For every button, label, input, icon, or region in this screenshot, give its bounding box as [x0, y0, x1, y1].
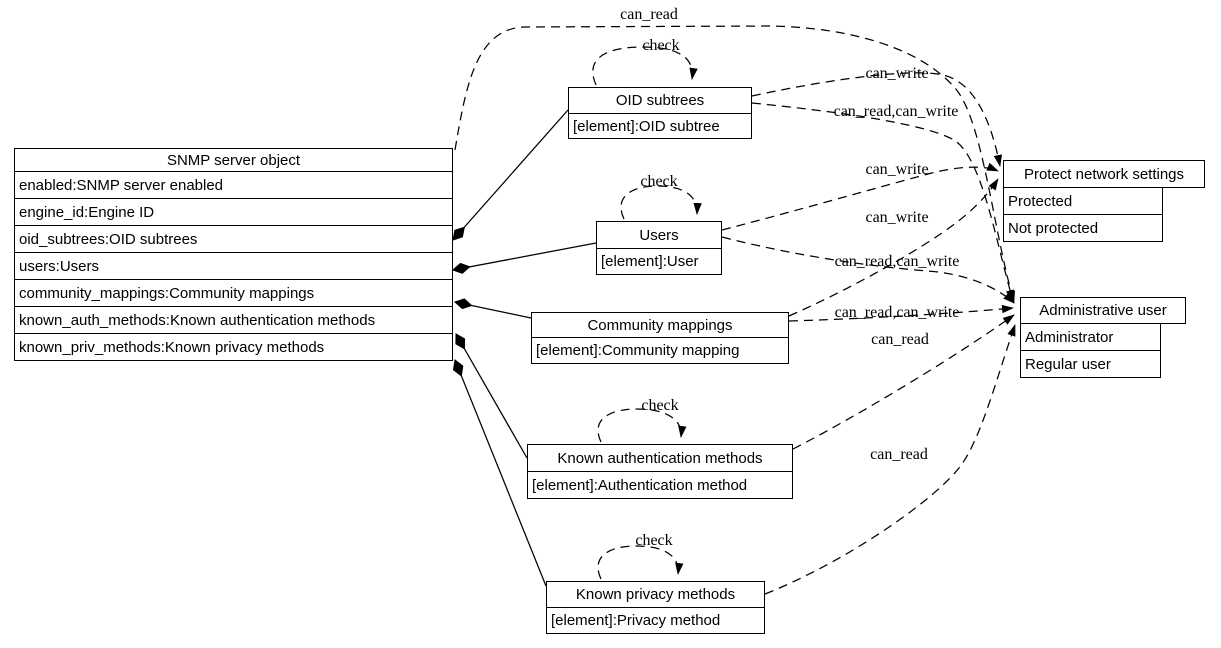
node-snmp-server-object-row-5: known_auth_methods:Known authentication …: [14, 306, 453, 334]
node-administrative-user-row-1: Regular user: [1020, 350, 1161, 378]
check-label-oid-subtrees: check: [642, 37, 680, 54]
node-users: Users[element]:User: [596, 221, 722, 275]
node-snmp-server-object-row-0: enabled:SNMP server enabled: [14, 171, 453, 199]
node-users-row-0: [element]:User: [596, 248, 722, 275]
node-snmp-server-object-title: SNMP server object: [14, 148, 453, 172]
node-snmp-server-object-row-2: oid_subtrees:OID subtrees: [14, 225, 453, 253]
edge-label-snmp-server-object-to-administrative-user: can_read: [620, 6, 678, 23]
node-known-authentication-methods-row-0: [element]:Authentication method: [527, 471, 793, 499]
node-administrative-user-title: Administrative user: [1020, 297, 1186, 324]
edge-label-oid-subtrees-to-administrative-user: can_read,can_write: [833, 103, 959, 120]
edge-label-users-to-protect-network-settings: can_write: [865, 161, 929, 178]
edge-label-users-to-administrative-user: can_read,can_write: [834, 253, 960, 270]
node-community-mappings-title: Community mappings: [531, 312, 789, 338]
check-label-known-authentication-methods: check: [641, 397, 679, 414]
node-known-privacy-methods-row-0: [element]:Privacy method: [546, 607, 765, 634]
node-known-authentication-methods: Known authentication methods[element]:Au…: [527, 444, 793, 499]
node-known-privacy-methods-title: Known privacy methods: [546, 581, 765, 608]
edge-label-known-privacy-methods-to-administrative-user: can_read: [870, 446, 928, 463]
node-users-title: Users: [596, 221, 722, 249]
node-oid-subtrees: OID subtrees[element]:OID subtree: [568, 87, 752, 139]
node-snmp-server-object-row-6: known_priv_methods:Known privacy methods: [14, 333, 453, 361]
node-snmp-server-object-row-4: community_mappings:Community mappings: [14, 279, 453, 307]
edge-label-community-mappings-to-protect-network-settings: can_write: [865, 209, 929, 226]
check-label-known-privacy-methods: check: [635, 532, 673, 549]
edge-label-known-authentication-methods-to-administrative-user: can_read: [871, 331, 929, 348]
node-known-authentication-methods-title: Known authentication methods: [527, 444, 793, 472]
node-protect-network-settings-row-1: Not protected: [1003, 214, 1163, 242]
node-community-mappings-row-0: [element]:Community mapping: [531, 337, 789, 364]
node-community-mappings: Community mappings[element]:Community ma…: [531, 312, 789, 364]
node-snmp-server-object-row-3: users:Users: [14, 252, 453, 280]
edge-label-community-mappings-to-administrative-user: can_read,can_write: [834, 304, 960, 321]
node-administrative-user-row-0: Administrator: [1020, 323, 1161, 351]
check-label-users: check: [640, 173, 678, 190]
node-oid-subtrees-row-0: [element]:OID subtree: [568, 113, 752, 139]
edge-label-oid-subtrees-to-protect-network-settings: can_write: [865, 65, 929, 82]
node-known-privacy-methods: Known privacy methods[element]:Privacy m…: [546, 581, 765, 634]
